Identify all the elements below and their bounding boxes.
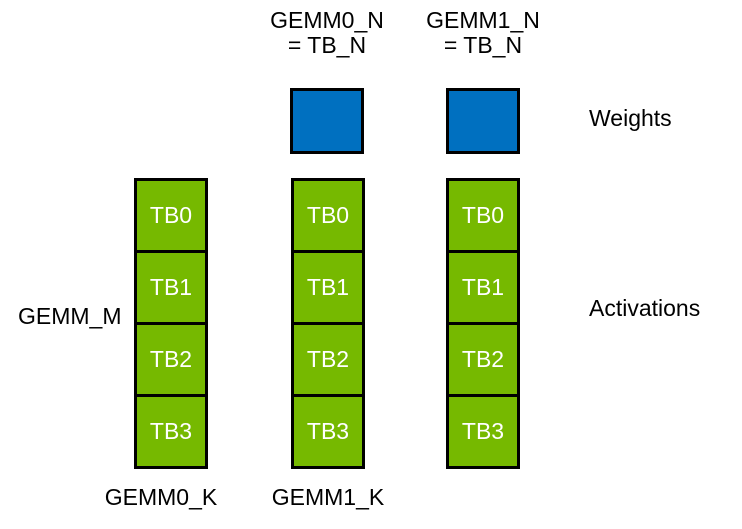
thread-block-cell: TB0 — [446, 178, 520, 253]
gemm0-k-label: GEMM0_K — [104, 484, 218, 510]
thread-block-cell: TB0 — [134, 178, 208, 253]
thread-block-cell: TB0 — [291, 178, 365, 253]
thread-block-cell: TB2 — [291, 322, 365, 397]
gemm1-n-label-line2: = TB_N — [443, 32, 523, 58]
gemm1-k-label: GEMM1_K — [271, 484, 385, 510]
thread-block-cell: TB2 — [134, 322, 208, 397]
thread-block-cell: TB3 — [134, 394, 208, 469]
activation-column-gemm1: TB0 TB1 TB2 TB3 — [446, 178, 520, 469]
gemm0-n-label-line1: GEMM0_N — [270, 7, 384, 33]
thread-block-cell: TB1 — [291, 250, 365, 325]
activations-label: Activations — [589, 295, 701, 321]
gemm1-n-label: GEMM1_N = TB_N — [383, 8, 583, 58]
thread-block-cell: TB3 — [291, 394, 365, 469]
thread-block-cell: TB1 — [134, 250, 208, 325]
thread-block-cell: TB3 — [446, 394, 520, 469]
thread-block-cell: TB1 — [446, 250, 520, 325]
thread-block-cell: TB2 — [446, 322, 520, 397]
gemm-m-label: GEMM_M — [18, 303, 122, 329]
activation-column-gemm0: TB0 TB1 TB2 TB3 — [291, 178, 365, 469]
weight-block-gemm1 — [446, 88, 520, 154]
activation-column-gemm-m: TB0 TB1 TB2 TB3 — [134, 178, 208, 469]
gemm0-n-label: GEMM0_N = TB_N — [227, 8, 427, 58]
weight-block-gemm0 — [290, 88, 364, 154]
gemm0-n-label-line2: = TB_N — [287, 32, 367, 58]
gemm1-n-label-line1: GEMM1_N — [426, 7, 540, 33]
weights-label: Weights — [589, 105, 672, 131]
